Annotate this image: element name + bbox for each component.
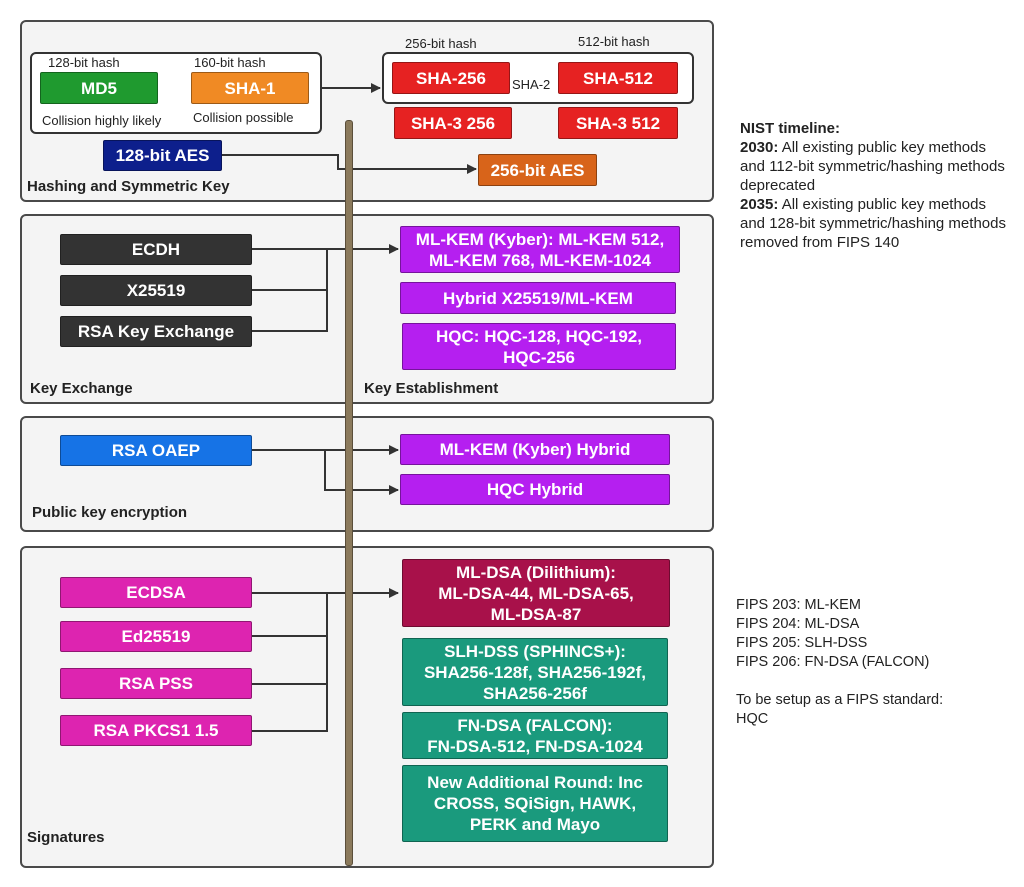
sha512-caption: 512-bit hash: [578, 34, 650, 49]
mlkem-box: ML-KEM (Kyber): ML-KEM 512, ML-KEM 768, …: [400, 226, 680, 273]
hybrid-x25519-box: Hybrid X25519/ML-KEM: [400, 282, 676, 314]
sha512-box: SHA-512: [558, 62, 678, 94]
line-rsa-kex: [252, 290, 328, 332]
fips-205: FIPS 205: SLH-DSS: [736, 635, 868, 651]
nist-2030-text: All existing public key methods and 112-…: [740, 139, 1005, 194]
fips-spacer: [736, 672, 1006, 691]
line-x25519: [252, 249, 328, 291]
rsa-kex-box: RSA Key Exchange: [60, 316, 252, 347]
fips-203: FIPS 203: ML-KEM: [736, 597, 861, 613]
sha1-caption: 160-bit hash: [194, 55, 266, 70]
hqc-box: HQC: HQC-128, HQC-192, HQC-256: [402, 323, 676, 370]
timeline-pole: [345, 120, 353, 866]
key-establishment-label: Key Establishment: [364, 380, 499, 397]
md5-note: Collision highly likely: [42, 113, 162, 128]
ecdsa-box: ECDSA: [60, 577, 252, 608]
nist-timeline-title: NIST timeline:: [740, 120, 841, 137]
sha3-256-box: SHA-3 256: [394, 107, 512, 139]
sha1-box: SHA-1: [191, 72, 309, 104]
md5-caption: 128-bit hash: [48, 55, 120, 70]
fips-204: FIPS 204: ML-DSA: [736, 616, 860, 632]
sha256-box: SHA-256: [392, 62, 510, 94]
hashing-section-label: Hashing and Symmetric Key: [27, 178, 230, 195]
rsa-oaep-box: RSA OAEP: [60, 435, 252, 466]
additional-round-box: New Additional Round: Inc CROSS, SQiSign…: [402, 765, 668, 842]
nist-2035-year: 2035:: [740, 196, 779, 213]
nist-2035: 2035: All existing public key methods an…: [740, 195, 1010, 252]
sha2-label: SHA-2: [512, 77, 551, 92]
key-exchange-section-label: Key Exchange: [30, 380, 133, 397]
slhdss-box: SLH-DSS (SPHINCS+): SHA256-128f, SHA256-…: [402, 638, 668, 706]
line-rsa-pkcs: [252, 684, 328, 732]
sha3-512-box: SHA-3 512: [558, 107, 678, 139]
sha256-caption: 256-bit hash: [405, 36, 477, 51]
x25519-box: X25519: [60, 275, 252, 306]
pke-section-label: Public key encryption: [32, 504, 188, 521]
mlkem-hybrid-box: ML-KEM (Kyber) Hybrid: [400, 434, 670, 465]
hqc-hybrid-box: HQC Hybrid: [400, 474, 670, 505]
fips-206: FIPS 206: FN-DSA (FALCON): [736, 654, 930, 670]
ecdh-box: ECDH: [60, 234, 252, 265]
line-ed25519: [252, 593, 328, 637]
nist-2030-year: 2030:: [740, 139, 779, 156]
fips-tobe: To be setup as a FIPS standard:: [736, 692, 944, 708]
aes128-box: 128-bit AES: [103, 140, 222, 171]
rsa-pss-box: RSA PSS: [60, 668, 252, 699]
mldsa-box: ML-DSA (Dilithium): ML-DSA-44, ML-DSA-65…: [402, 559, 670, 627]
sha1-note: Collision possible: [193, 110, 294, 125]
signatures-section-label: Signatures: [27, 829, 105, 846]
nist-2035-text: All existing public key methods and 128-…: [740, 196, 1006, 251]
rsa-pkcs-box: RSA PKCS1 1.5: [60, 715, 252, 746]
nist-timeline-note: NIST timeline: 2030: All existing public…: [740, 119, 1010, 252]
aes256-box: 256-bit AES: [478, 154, 597, 186]
nist-2030: 2030: All existing public key methods an…: [740, 138, 1010, 195]
line-rsa-pss: [252, 636, 328, 685]
fips-list: FIPS 203: ML-KEM FIPS 204: ML-DSA FIPS 2…: [736, 596, 1006, 729]
ed25519-box: Ed25519: [60, 621, 252, 652]
arrow-aes128-to-aes256: [222, 154, 477, 174]
md5-box: MD5: [40, 72, 158, 104]
fips-hqc: HQC: [736, 711, 769, 727]
arrow-oaep-to-hqc: [324, 450, 399, 495]
fndsa-box: FN-DSA (FALCON): FN-DSA-512, FN-DSA-1024: [402, 712, 668, 759]
